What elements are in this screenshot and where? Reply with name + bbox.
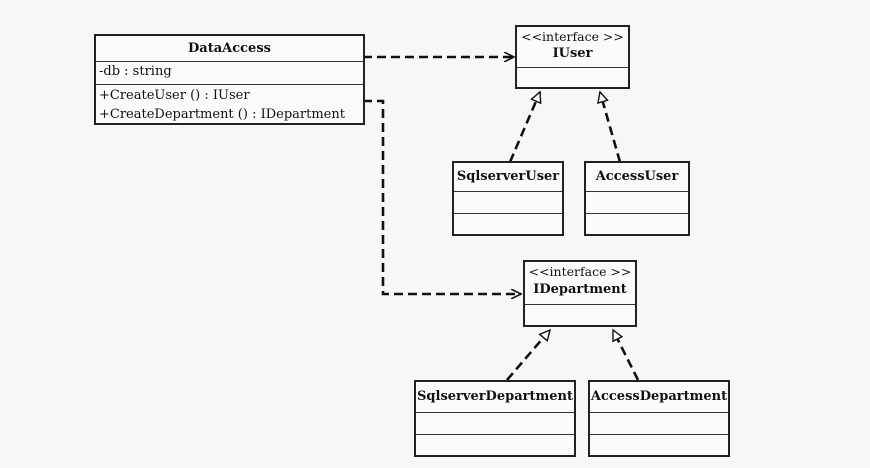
class-sqlserver-user-title: SqlserverUser <box>456 169 560 184</box>
class-access-user-methods <box>586 213 688 235</box>
class-sqlserver-user: SqlserverUser <box>452 161 564 236</box>
realization-sqlserveruser-iuser <box>508 92 540 163</box>
class-data-access-title: DataAccess <box>188 41 271 56</box>
dependency-dataaccess-idepartment <box>363 99 521 294</box>
class-sqlserver-department: SqlserverDepartment <box>414 380 576 457</box>
realization-accessuser-iuser <box>600 92 622 163</box>
interface-idepartment: <<interface >> IDepartment <box>523 260 637 327</box>
interface-iuser-stereotype: <<interface >> <box>521 29 624 44</box>
class-sqlserver-user-attributes <box>454 191 562 213</box>
interface-idepartment-body <box>525 304 635 325</box>
class-access-department-attributes <box>590 412 728 434</box>
interface-iuser: <<interface >> IUser <box>515 25 630 89</box>
class-access-user-title: AccessUser <box>595 169 679 184</box>
class-sqlserver-department-methods <box>416 434 574 456</box>
method-create-department: +CreateDepartment () : IDepartment <box>99 107 345 122</box>
class-data-access: DataAccess -db : string +CreateUser () :… <box>94 34 365 125</box>
interface-idepartment-header: <<interface >> IDepartment <box>525 262 635 304</box>
attribute-db: -db : string <box>99 64 172 79</box>
class-sqlserver-department-attributes <box>416 412 574 434</box>
class-access-department-methods <box>590 434 728 456</box>
realization-sqlserverdepartment-idepartment <box>506 330 550 381</box>
class-access-user: AccessUser <box>584 161 690 236</box>
class-sqlserver-user-methods <box>454 213 562 235</box>
class-sqlserver-department-title: SqlserverDepartment <box>417 389 573 404</box>
class-access-user-attributes <box>586 191 688 213</box>
interface-idepartment-title: IDepartment <box>533 282 627 297</box>
interface-iuser-title: IUser <box>552 46 593 61</box>
class-access-department: AccessDepartment <box>588 380 730 457</box>
class-data-access-attributes: -db : string <box>96 61 363 84</box>
method-create-user: +CreateUser () : IUser <box>99 88 250 103</box>
interface-iuser-header: <<interface >> IUser <box>517 27 628 67</box>
class-access-department-title: AccessDepartment <box>590 389 728 404</box>
interface-iuser-body <box>517 67 628 87</box>
interface-idepartment-stereotype: <<interface >> <box>528 264 632 279</box>
realization-accessdepartment-idepartment <box>611 330 640 381</box>
class-data-access-methods: +CreateUser () : IUser +CreateDepartment… <box>96 84 363 123</box>
